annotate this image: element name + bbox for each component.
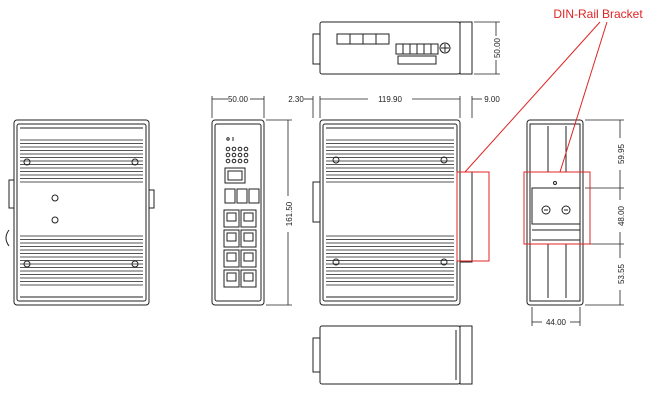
rj45-port-icon (223, 249, 240, 268)
top-view (312, 21, 473, 75)
right-cooling-fins (326, 139, 454, 286)
sfp-slot-icon (248, 188, 260, 204)
screw-icon (23, 158, 31, 166)
screw-icon (332, 156, 340, 164)
dim-bracket-top: 59.95 (617, 143, 626, 164)
dim-height: 161.50 (285, 201, 294, 226)
rj45-port-inner (243, 212, 254, 222)
rj45-port-icon (223, 209, 240, 228)
screw-icon (131, 260, 139, 268)
rj45-port-inner (226, 212, 237, 222)
dimension-lines (211, 21, 624, 326)
dim-front-width: 50.00 (228, 95, 249, 104)
rj45-port-icon (240, 209, 257, 228)
callout-label: DIN-Rail Bracket (553, 7, 643, 21)
screw-icon (131, 158, 139, 166)
screw-icon (23, 260, 31, 268)
rj45-port-icon (223, 229, 240, 248)
screw-icon (51, 216, 59, 224)
led-indicator-panel (225, 137, 249, 164)
right-side-view (312, 119, 473, 306)
rj45-port-icon (223, 269, 240, 288)
dim-bracket-mid: 48.00 (617, 205, 626, 226)
dim-top-offset: 2.30 (288, 95, 304, 104)
screw-icon (440, 258, 448, 266)
rj45-port-inner (243, 252, 254, 262)
dim-side-depth: 119.90 (378, 95, 402, 104)
console-port-icon (224, 167, 246, 184)
rj45-port-inner (226, 232, 237, 242)
screw-icon (332, 258, 340, 266)
dim-bracket-width: 44.00 (546, 318, 567, 327)
ground-screw-icon (439, 42, 451, 54)
left-side-view (5, 119, 155, 306)
rj45-port-inner (226, 272, 237, 282)
rj45-port-inner (243, 232, 254, 242)
bracket-plate (531, 187, 581, 225)
rj45-port-block (223, 209, 257, 288)
sfp-slot-icon (236, 188, 248, 204)
dim-bracket-bottom: 53.55 (617, 263, 626, 284)
rear-view (526, 119, 584, 306)
screw-icon (561, 205, 571, 215)
dim-top-view-height: 50.00 (493, 37, 502, 58)
bottom-view (312, 325, 473, 385)
din-rail-callout (456, 21, 608, 262)
screw-icon (440, 156, 448, 164)
callout-box-rear (523, 171, 591, 245)
rj45-port-icon (240, 269, 257, 288)
left-cooling-fins (20, 139, 143, 286)
sfp-slot-icon (224, 188, 236, 204)
screw-icon (51, 194, 59, 202)
din-rail-bracket-profile (459, 171, 473, 263)
rj45-port-inner (226, 252, 237, 262)
dim-side-extra: 9.00 (484, 95, 500, 104)
screw-icon (541, 205, 551, 215)
rj45-port-inner (243, 272, 254, 282)
rj45-port-icon (240, 229, 257, 248)
front-view (211, 119, 265, 306)
callout-box-side (456, 171, 490, 262)
rj45-port-icon (240, 249, 257, 268)
